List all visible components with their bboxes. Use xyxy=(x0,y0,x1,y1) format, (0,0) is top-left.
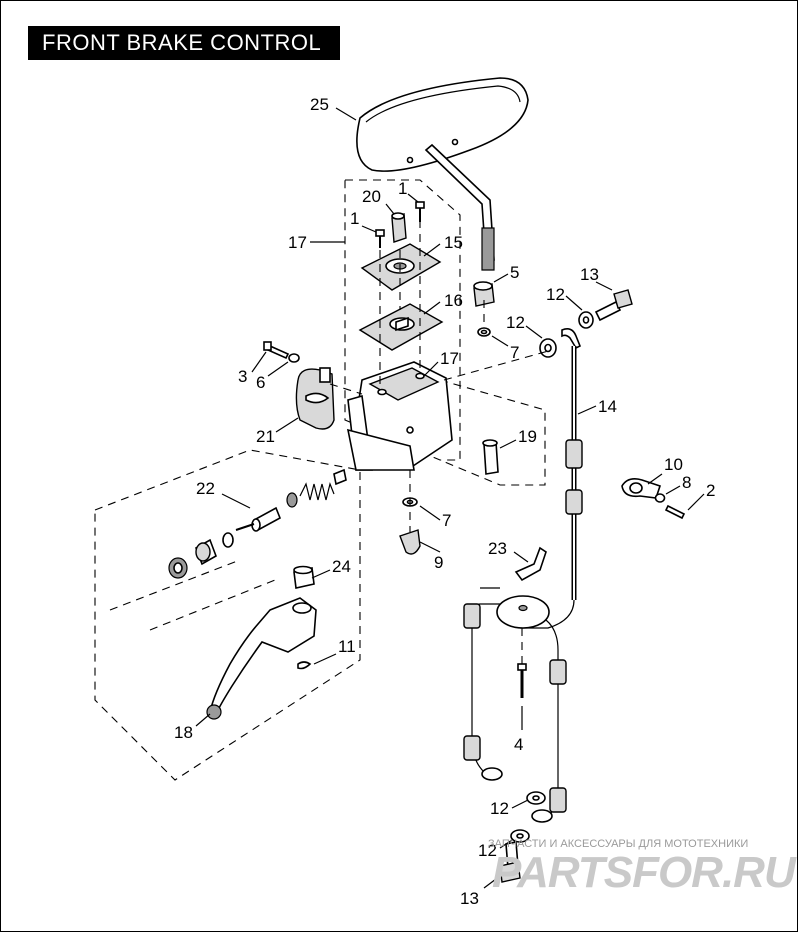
junction-screw xyxy=(517,663,527,698)
pivot-bushing xyxy=(473,281,495,307)
piston-seal xyxy=(286,492,298,508)
callout-23: 23 xyxy=(488,539,507,558)
pivot-nut xyxy=(399,529,421,555)
reservoir-plug xyxy=(391,212,407,243)
callout-12-top-left: 12 xyxy=(506,313,525,332)
clamp-screw xyxy=(263,341,290,360)
callout-8: 8 xyxy=(682,473,691,492)
brake-lever xyxy=(206,597,317,720)
callout-3: 3 xyxy=(238,367,247,386)
screw-top-left xyxy=(375,229,385,248)
callout-12-top-right: 12 xyxy=(546,285,565,304)
callout-24: 24 xyxy=(332,557,351,576)
screw-top-right xyxy=(415,201,425,222)
piston-retainer xyxy=(168,557,188,579)
callout-12-bottom-upper: 12 xyxy=(490,799,509,818)
callout-2: 2 xyxy=(706,481,715,500)
brake-hose-right xyxy=(531,619,567,823)
callout-9: 9 xyxy=(434,553,443,572)
junction-block xyxy=(496,595,550,629)
handlebar-clamp xyxy=(295,367,335,430)
clip-washer xyxy=(654,493,666,503)
brake-hose-left xyxy=(463,587,503,781)
callout-4: 4 xyxy=(514,735,523,754)
master-cylinder-body xyxy=(346,361,453,471)
washer-upper xyxy=(477,327,491,337)
brake-line xyxy=(520,328,583,629)
callout-6: 6 xyxy=(256,373,265,392)
callout-25: 25 xyxy=(310,95,329,114)
banjo-washer-lower-b xyxy=(510,829,530,843)
callout-22: 22 xyxy=(196,479,215,498)
piston-boot xyxy=(195,538,217,566)
callout-21: 21 xyxy=(256,427,275,446)
pivot-pin xyxy=(482,439,499,475)
callout-13-top: 13 xyxy=(580,265,599,284)
line-clip xyxy=(621,478,662,499)
piston-o-ring xyxy=(222,532,234,548)
callout-11: 11 xyxy=(338,637,356,656)
callout-7-top: 7 xyxy=(510,343,519,362)
clip-screw xyxy=(664,504,686,520)
assembly-17-outline xyxy=(344,179,461,461)
callout-14: 14 xyxy=(598,397,617,416)
reservoir-cover xyxy=(360,243,442,291)
callout-1-right: 1 xyxy=(398,179,407,198)
callout-15: 15 xyxy=(444,233,463,252)
piston-spring xyxy=(299,468,347,501)
piston xyxy=(235,506,282,532)
callout-16: 16 xyxy=(444,291,463,310)
callout-5: 5 xyxy=(510,263,519,282)
callout-17-top: 17 xyxy=(288,233,307,252)
watermark-logo: PARTSFOR.RU xyxy=(492,848,796,897)
callout-13-bottom: 13 xyxy=(460,889,479,908)
callout-19: 19 xyxy=(518,427,537,446)
lever-clip xyxy=(297,661,312,670)
callout-10: 10 xyxy=(664,455,683,474)
assembly-22-outline xyxy=(94,449,361,781)
callout-17-mid: 17 xyxy=(440,349,459,368)
callout-12-bottom-lower: 12 xyxy=(478,841,497,860)
banjo-washer-upper-right xyxy=(578,311,594,329)
assembly-19-outline xyxy=(439,379,546,486)
watermark-caption: ЗАПЧАСТИ И АКСЕССУАРЫ ДЛЯ МОТОТЕХНИКИ xyxy=(488,838,749,850)
clamp-washer xyxy=(288,353,300,363)
banjo-washer-upper-left xyxy=(539,338,557,358)
diaphragm xyxy=(358,303,444,351)
banjo-bolt-lower xyxy=(499,841,521,883)
diagram-title: FRONT BRAKE CONTROL xyxy=(28,26,340,60)
callout-20: 20 xyxy=(362,187,381,206)
banjo-washer-lower-a xyxy=(526,791,546,805)
line-bracket xyxy=(514,546,547,582)
leader-lines xyxy=(195,107,705,889)
callout-1-left: 1 xyxy=(350,209,359,228)
lever-bushing xyxy=(293,565,315,589)
callout-7-bottom: 7 xyxy=(442,511,451,530)
banjo-bolt-upper xyxy=(594,289,633,322)
callout-18: 18 xyxy=(174,723,193,742)
callout-labels: 25 20 1 1 17 15 16 5 13 12 12 7 3 6 17 1… xyxy=(174,95,715,908)
mirror xyxy=(356,77,529,271)
